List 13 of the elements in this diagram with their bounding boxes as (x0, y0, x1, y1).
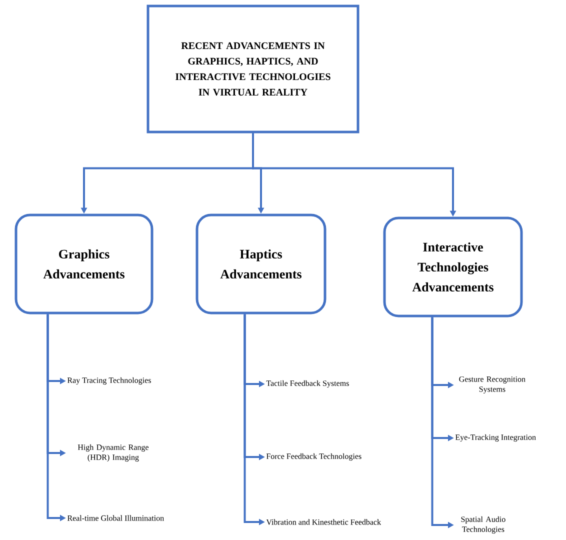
item-label: Force Feedback Technologies (266, 453, 362, 461)
title-box: RECENT ADVANCEMENTS IN GRAPHICS, HAPTICS, AND INTERACTIVE TECHNOLOGIES IN VIRTUAL REALITY (146, 4, 360, 134)
item-label: Real-time Global Illumination (67, 515, 164, 521)
item-label: Spatial Audio Technologies (461, 516, 506, 534)
category-box: Interactive Technologies Advancements (383, 216, 523, 318)
item-label: Eye-Tracking Integration (455, 434, 536, 442)
item-label: Gesture Recognition Systems (459, 376, 526, 394)
item-label: Tactile Feedback Systems (266, 380, 349, 388)
item-label: High Dynamic Range (HDR) Imaging (78, 444, 148, 462)
item-label: Vibration and Kinesthetic Feedback (266, 519, 382, 525)
item-label: Ray Tracing Technologies (67, 377, 151, 385)
category-box: Graphics Advancements (14, 214, 154, 314)
category-box: Haptics Advancements (196, 214, 326, 314)
